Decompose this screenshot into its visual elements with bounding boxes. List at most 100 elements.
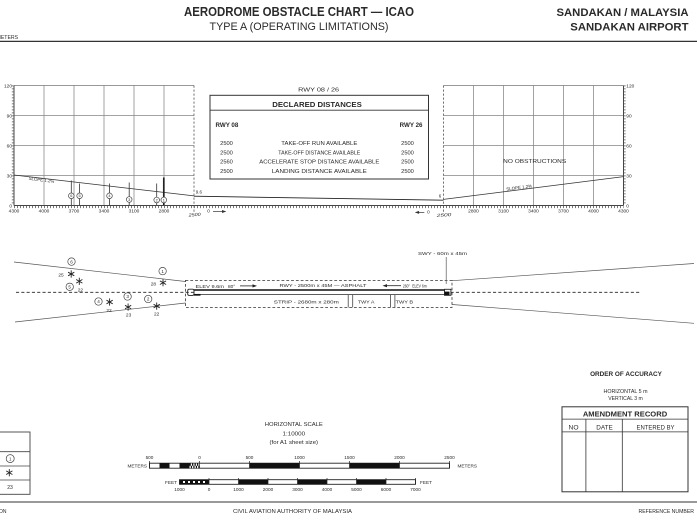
svg-text:3700: 3700 [558,209,569,215]
svg-text:METERS: METERS [0,35,19,41]
svg-text:120: 120 [4,83,12,89]
svg-text:ENTERED BY: ENTERED BY [637,425,675,431]
svg-text:DATE OF INFORMATION: DATE OF INFORMATION [0,509,7,515]
svg-text:0: 0 [9,203,12,209]
svg-text:500: 500 [146,455,154,460]
svg-text:5: 5 [79,193,81,198]
svg-text:5000: 5000 [351,487,362,492]
svg-text:3400: 3400 [99,209,110,215]
svg-text:9.6: 9.6 [196,190,203,195]
svg-text:RWY 26: RWY 26 [400,122,423,129]
svg-text:90: 90 [626,113,632,119]
svg-text:2500: 2500 [444,455,455,460]
svg-text:2560: 2560 [220,160,233,166]
svg-text:AERODROME OBSTACLE CHART — ICA: AERODROME OBSTACLE CHART — ICAO [184,4,414,19]
svg-text:1: 1 [9,456,12,461]
svg-text:22: 22 [78,287,84,293]
svg-text:90: 90 [7,113,13,119]
svg-text:ELEV 6m: ELEV 6m [412,284,427,290]
svg-text:3: 3 [128,197,130,202]
svg-text:1:10000: 1:10000 [283,432,306,438]
svg-text:6: 6 [439,193,442,198]
svg-text:2000: 2000 [394,455,405,460]
svg-text:4300: 4300 [618,209,629,215]
svg-text:0: 0 [198,455,201,460]
svg-text:2500: 2500 [435,212,452,218]
svg-text:2500: 2500 [187,212,201,218]
svg-text:4000: 4000 [322,487,333,492]
svg-text:1: 1 [163,197,165,202]
svg-text:500: 500 [246,455,254,460]
svg-text:2500: 2500 [220,141,233,147]
svg-text:7000: 7000 [410,487,421,492]
svg-text:0: 0 [208,487,211,492]
svg-text:2: 2 [147,297,150,302]
svg-text:60: 60 [626,143,632,149]
svg-text:1000: 1000 [174,487,185,492]
svg-text:3000: 3000 [292,487,303,492]
svg-text:TWY B: TWY B [396,300,414,306]
svg-text:2500: 2500 [220,169,233,175]
svg-text:2500: 2500 [401,169,414,175]
svg-text:120: 120 [626,83,634,89]
svg-text:0: 0 [207,208,210,213]
svg-text:3: 3 [126,294,129,299]
svg-text:1000: 1000 [294,455,305,460]
svg-text:2800: 2800 [468,209,479,215]
svg-text:METERS: METERS [458,464,478,469]
svg-text:60: 60 [7,143,13,149]
svg-text:25: 25 [58,272,64,278]
svg-text:NO OBSTRUCTIONS: NO OBSTRUCTIONS [503,159,566,165]
svg-text:6: 6 [70,193,72,198]
svg-text:STRIP - 2680m x 280m: STRIP - 2680m x 280m [274,300,339,306]
svg-text:1500: 1500 [344,455,355,460]
svg-text:23: 23 [7,485,13,491]
svg-text:TYPE A (OPERATING LIMITATIONS): TYPE A (OPERATING LIMITATIONS) [210,21,389,33]
svg-text:REFERENCE NUMBER: REFERENCE NUMBER [639,509,695,515]
svg-text:0: 0 [626,203,629,209]
svg-text:4: 4 [97,299,100,304]
svg-text:TAKE-OFF RUN AVAILABLE: TAKE-OFF RUN AVAILABLE [281,141,357,147]
svg-text:2500: 2500 [401,160,414,166]
svg-text:3100: 3100 [129,209,140,215]
svg-text:TWY A: TWY A [358,300,375,306]
svg-text:SANDAKAN AIRPORT: SANDAKAN AIRPORT [570,22,688,34]
svg-text:(for A1 sheet size): (for A1 sheet size) [270,440,319,446]
svg-text:DECLARED DISTANCES: DECLARED DISTANCES [272,100,362,109]
svg-text:NO: NO [569,425,579,431]
svg-text:ORDER OF ACCURACY: ORDER OF ACCURACY [590,371,663,378]
svg-text:6: 6 [70,259,73,264]
svg-text:30: 30 [626,173,632,179]
svg-text:6000: 6000 [381,487,392,492]
svg-text:3100: 3100 [498,209,509,215]
svg-text:RWY 08 / 26: RWY 08 / 26 [298,88,339,94]
svg-text:DATE: DATE [596,425,613,431]
svg-text:30: 30 [7,173,13,179]
svg-text:VERTICAL 3 m: VERTICAL 3 m [608,396,643,402]
svg-text:23: 23 [126,313,132,319]
svg-text:3700: 3700 [69,209,80,215]
svg-text:HORIZONTAL 5 m: HORIZONTAL 5 m [604,389,649,395]
svg-text:SANDAKAN / MALAYSIA: SANDAKAN / MALAYSIA [556,7,688,19]
svg-text:22: 22 [106,308,112,314]
svg-text:LANDING DISTANCE AVAILABLE: LANDING DISTANCE AVAILABLE [272,169,367,175]
svg-text:260°: 260° [403,284,410,290]
svg-text:METERS: METERS [127,464,147,469]
svg-text:2: 2 [156,197,158,202]
svg-text:TAKE-OFF DISTANCE AVAILABLE: TAKE-OFF DISTANCE AVAILABLE [278,150,360,156]
svg-text:FEET: FEET [420,480,432,485]
svg-text:4: 4 [108,193,111,198]
svg-text:4000: 4000 [39,209,50,215]
svg-text:2000: 2000 [263,487,274,492]
svg-text:RWY 08: RWY 08 [216,122,239,129]
svg-text:2500: 2500 [220,150,233,156]
svg-text:1000: 1000 [233,487,244,492]
svg-text:SLOPE 1.2%: SLOPE 1.2% [28,176,54,184]
svg-text:4300: 4300 [9,209,20,215]
svg-text:4000: 4000 [588,209,599,215]
svg-text:28: 28 [151,282,157,288]
svg-text:80°: 80° [228,284,235,290]
svg-text:22: 22 [154,312,160,318]
svg-text:FEET: FEET [165,480,177,485]
svg-text:SLOPE 1.2%: SLOPE 1.2% [506,183,532,191]
